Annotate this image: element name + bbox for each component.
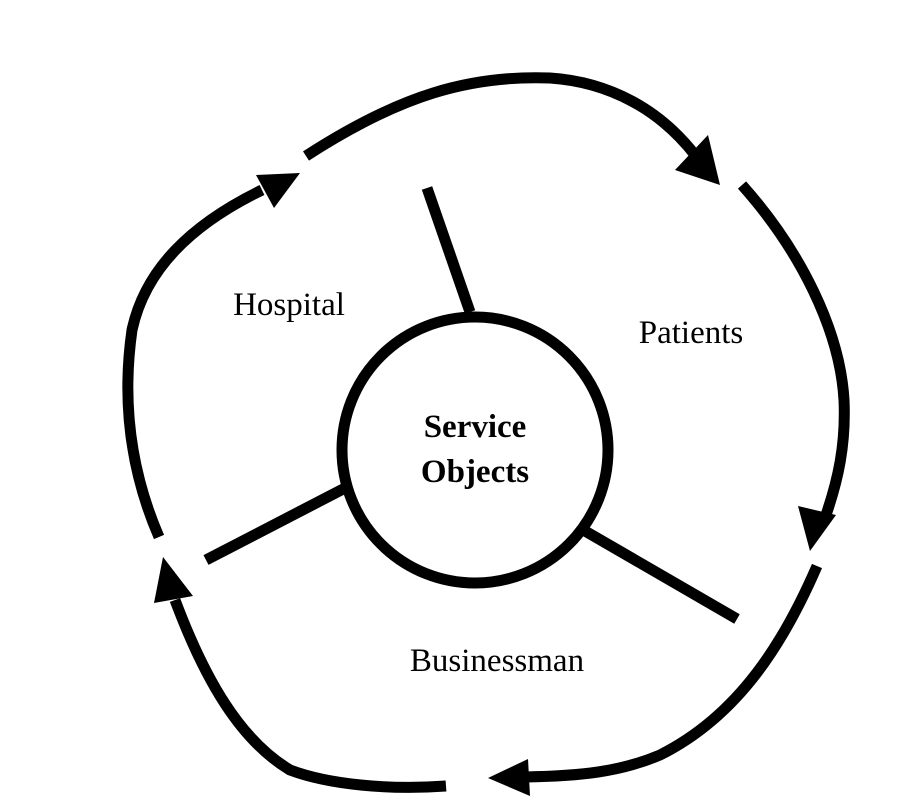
cycle-arc-right	[737, 181, 850, 517]
center-label-line1: Service	[424, 409, 527, 445]
divider-top	[421, 186, 476, 314]
cycle-arc-left	[122, 185, 265, 540]
arrowhead-right	[798, 506, 836, 551]
center-circle	[336, 311, 614, 589]
arrowhead-top-right	[675, 135, 720, 185]
cycle-arrows	[122, 72, 850, 796]
arrowhead-left	[154, 557, 193, 603]
sector-label-hospital: Hospital	[233, 287, 345, 323]
sector-dividers	[203, 186, 740, 624]
divider-left	[203, 482, 350, 565]
cycle-arc-bottom-right	[524, 563, 823, 783]
center-label-line2: Objects	[421, 454, 529, 490]
cycle-arc-top	[303, 72, 700, 161]
divider-bottom-right	[582, 526, 740, 624]
arrowhead-top-left	[256, 173, 300, 208]
arrowhead-bottom	[488, 759, 530, 796]
cycle-arc-bottom-left	[169, 598, 447, 793]
sector-label-businessman: Businessman	[410, 643, 584, 679]
sector-label-patients: Patients	[639, 315, 744, 351]
